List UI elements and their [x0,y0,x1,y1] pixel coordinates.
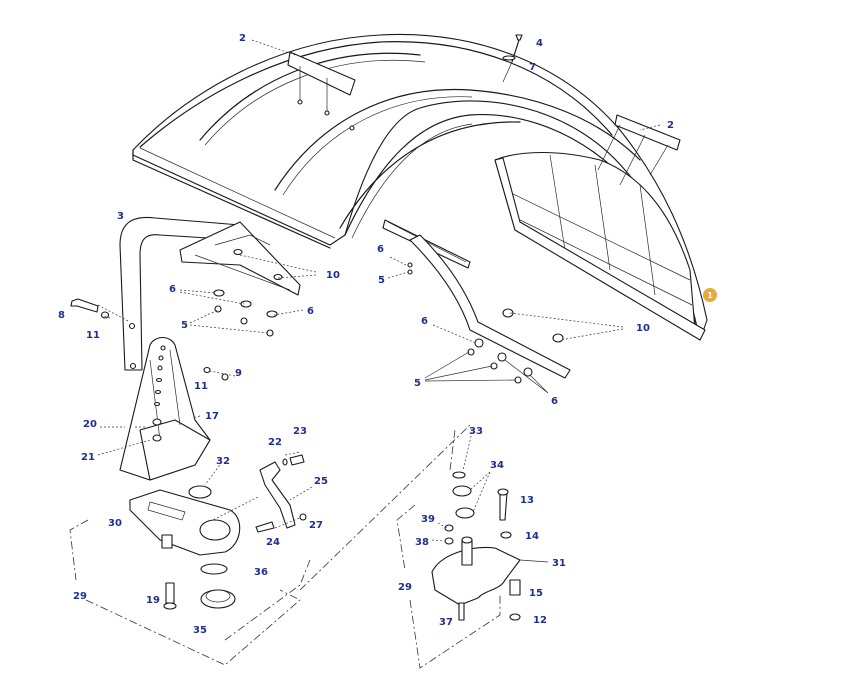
callout-35: 35 [193,625,207,636]
callout-4: 4 [536,38,543,49]
callout-5-mid: 5 [378,275,385,286]
callout-24: 24 [266,537,280,548]
callout-20: 20 [83,419,97,430]
callout-2-top: 2 [239,33,246,44]
support-arm [70,216,564,384]
callout-2-right: 2 [667,120,674,131]
callout-6-right-b: 6 [551,396,558,407]
callout-31: 31 [552,558,566,569]
part-1-badge[interactable]: 1 [703,288,717,302]
badge-number: 1 [707,291,713,300]
callout-34: 34 [490,460,504,471]
callout-11-b: 11 [194,381,208,392]
mounting-bracket [119,336,229,481]
callout-labels: 2 4 7 2 3 10 6 5 6 5 6 8 11 11 9 6 10 5 … [58,33,674,636]
callout-6-mid: 6 [377,244,384,255]
callout-10-right: 10 [636,323,650,334]
callout-19: 19 [146,595,160,606]
callout-22: 22 [268,437,282,448]
callout-7: 7 [529,62,536,73]
pivot-plate [431,471,521,621]
callout-23: 23 [293,426,307,437]
callout-15: 15 [529,588,543,599]
assembly-group-outline [69,424,501,669]
callout-6-left-b: 6 [307,306,314,317]
fender-panel [132,33,708,379]
callout-5-right: 5 [414,378,421,389]
callout-32: 32 [216,456,230,467]
callout-27: 27 [309,520,323,531]
callout-3: 3 [117,211,124,222]
callout-8: 8 [58,310,65,321]
callout-29-left: 29 [73,591,87,602]
swivel-arm [129,454,307,610]
callout-29-right: 29 [398,582,412,593]
callout-21: 21 [81,452,95,463]
callout-9: 9 [235,368,242,379]
leader-lines [97,39,661,563]
callout-17: 17 [205,411,219,422]
callout-5-left: 5 [181,320,188,331]
callout-6-left-a: 6 [169,284,176,295]
callout-33: 33 [469,426,483,437]
callout-36: 36 [254,567,268,578]
callout-39: 39 [421,514,435,525]
callout-6-right-a: 6 [421,316,428,327]
callout-37: 37 [439,617,453,628]
badge-circle[interactable] [703,288,717,302]
callout-12: 12 [533,615,547,626]
callout-13: 13 [520,495,534,506]
callout-14: 14 [525,531,539,542]
callout-30: 30 [108,518,122,529]
callout-11-a: 11 [86,330,100,341]
callout-38: 38 [415,537,429,548]
callout-10-left: 10 [326,270,340,281]
callout-25: 25 [314,476,328,487]
